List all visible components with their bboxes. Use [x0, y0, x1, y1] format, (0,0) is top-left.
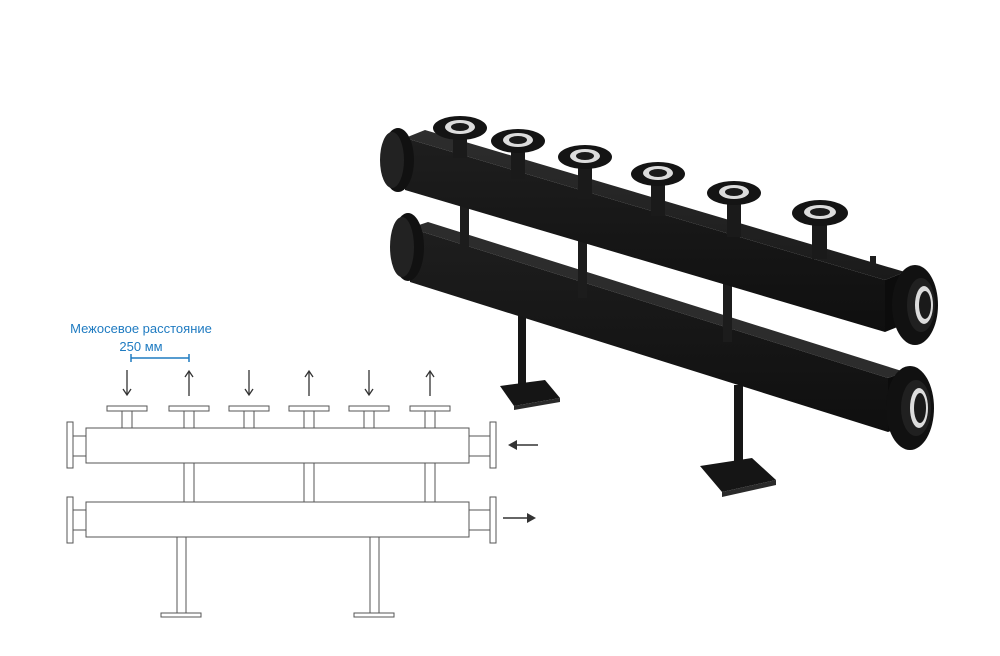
- schematic-outlets: [106, 405, 451, 429]
- connector-pipe: [723, 272, 732, 342]
- connector-pipe: [578, 228, 587, 298]
- arrow-down-icon: [122, 370, 132, 397]
- connector-pipe: [460, 196, 469, 252]
- schematic-connector: [183, 462, 195, 503]
- schematic-stands: [160, 536, 395, 618]
- outlet-flange: [792, 200, 848, 259]
- outlet-flange: [707, 181, 761, 237]
- schematic-upper-bar: [66, 421, 497, 469]
- flow-arrows: [122, 369, 435, 397]
- lower-manifold-bar: [390, 213, 934, 450]
- arrow-right-icon: [503, 513, 536, 523]
- outlet-flange: [558, 145, 612, 199]
- axis-distance-label: Межосевое расстояние: [70, 321, 212, 336]
- schematic-connector: [303, 462, 315, 503]
- arrow-left-icon: [508, 440, 538, 450]
- arrow-up-icon: [184, 369, 194, 396]
- axis-distance-value: 250 мм: [119, 339, 163, 354]
- schematic-connector: [424, 462, 436, 503]
- arrow-up-icon: [425, 369, 435, 396]
- arrow-down-icon: [364, 370, 374, 397]
- schematic-lower-bar: [66, 496, 497, 544]
- outlet-flange: [491, 129, 545, 179]
- floor-stand-right: [700, 385, 776, 497]
- arrow-down-icon: [244, 370, 254, 397]
- arrow-up-icon: [304, 369, 314, 396]
- floor-stand-left: [500, 300, 560, 410]
- outlet-flanges: [433, 116, 848, 259]
- outlet-flange: [631, 162, 685, 216]
- outlet-flange: [433, 116, 487, 158]
